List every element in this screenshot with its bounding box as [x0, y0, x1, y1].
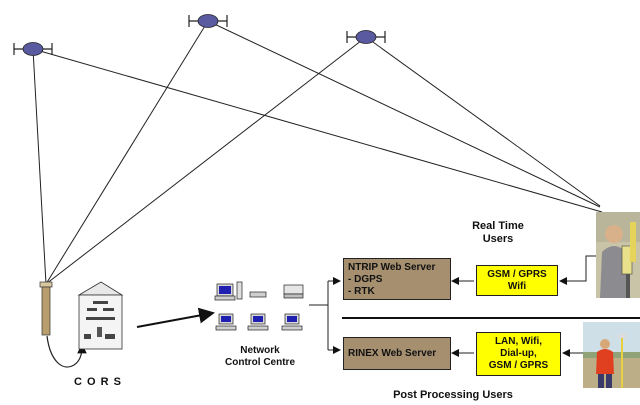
receiver-icon [283, 284, 304, 299]
workstation-icon [281, 313, 303, 331]
cors-label: C O R S [74, 376, 122, 388]
realtime-user-arrow [559, 255, 600, 285]
postprocessing-link-line-3: GSM / GPRS [488, 360, 549, 371]
server-connectors [309, 277, 341, 354]
postprocessing-link-line-2: Dial-up, [500, 348, 537, 359]
workstation-icon [247, 313, 269, 331]
rinex-server-title: RINEX Web Server [348, 347, 437, 359]
satellite-1 [13, 42, 53, 56]
realtime-link-line-2: Wifi [507, 280, 527, 292]
ntrip-server-title: NTRIP Web Server [348, 262, 436, 273]
post-processing-users-label: Post Processing Users [393, 389, 513, 401]
satellite-2 [188, 14, 228, 28]
post-processing-user-photo [583, 322, 640, 388]
ntrip-web-server-box: NTRIP Web Server - DGPS - RTK [343, 258, 451, 300]
network-control-centre-label: Network Control Centre [205, 345, 315, 368]
workstation-icon [215, 313, 237, 331]
ntrip-server-line-rtk: - RTK [348, 286, 375, 297]
postprocessing-link-box: LAN, Wifi, Dial-up, GSM / GPRS [476, 332, 561, 376]
postprocessing-link-line-1: LAN, Wifi, [494, 336, 543, 347]
modem-icon [249, 291, 267, 298]
satellite-3 [346, 30, 386, 44]
realtime-link-line-1: GSM / GPRS [487, 268, 547, 280]
satellite-signal-lines [32, 20, 603, 285]
cors-to-control-arrow [136, 307, 215, 328]
cors-antenna-icon [39, 281, 53, 336]
real-time-users-line-1: Real Time [472, 220, 524, 232]
network-control-centre-line-2: Control Centre [225, 356, 295, 368]
realtime-link-box: GSM / GPRS Wifi [476, 265, 558, 296]
computer-icon [214, 281, 243, 301]
rinex-web-server-box: RINEX Web Server [343, 337, 451, 370]
cors-building-icon [77, 281, 124, 350]
ntrip-server-line-dgps: - DGPS [348, 274, 383, 285]
cors-cable [46, 335, 87, 368]
real-time-user-photo [596, 212, 640, 298]
real-time-users-label: Real Time Users [448, 220, 548, 245]
real-time-users-line-2: Users [482, 232, 514, 245]
network-control-centre-line-1: Network [240, 345, 280, 356]
